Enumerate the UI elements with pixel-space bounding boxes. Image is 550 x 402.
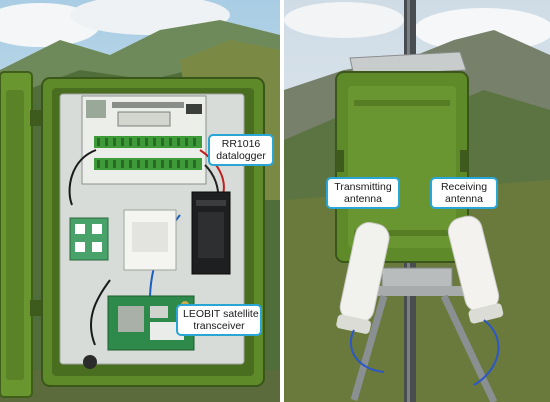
connector (75, 242, 85, 252)
power-module-label (132, 222, 168, 252)
receiving-antenna (447, 215, 504, 324)
cloud (284, 2, 404, 38)
tx-label-line2: antenna (344, 193, 382, 205)
connector (92, 224, 102, 234)
latch (336, 150, 344, 172)
datalogger-logo (86, 100, 106, 118)
satellite-label-line2: transceiver (193, 320, 245, 332)
tx-label-line1: Transmitting (334, 181, 392, 193)
antenna-photo-drawing (284, 0, 550, 402)
door-ridge (6, 90, 24, 380)
serial-port (186, 104, 202, 114)
datalogger-callout: RR1016 datalogger (208, 134, 274, 166)
support-arm (440, 294, 498, 402)
wire (68, 149, 97, 206)
tx-antenna-base (336, 314, 371, 334)
support-arm (350, 295, 388, 401)
satellite-callout: LEOBIT satellite transceiver (176, 304, 262, 336)
latch (460, 150, 468, 172)
connector (92, 242, 102, 252)
datalogger-label-line2: datalogger (216, 150, 266, 162)
hinge (30, 110, 44, 126)
transmitting-antenna-callout: Transmitting antenna (326, 177, 400, 209)
controller-terminals (198, 212, 224, 258)
connector (75, 224, 85, 234)
wire (90, 279, 111, 346)
rx-antenna-base (468, 303, 504, 324)
enclosure-photo: RR1016 datalogger LEOBIT satellite trans… (0, 0, 280, 402)
satellite-connector (150, 306, 168, 318)
antenna-cable (473, 319, 500, 386)
top-cover-plate (349, 51, 467, 77)
enclosure-photo-drawing (0, 0, 280, 402)
receiving-antenna-callout: Receiving antenna (430, 177, 498, 209)
datalogger-maker-mark (112, 102, 184, 108)
antenna-cable (349, 329, 385, 373)
rx-label-line1: Receiving (440, 181, 488, 193)
satellite-chip (118, 306, 144, 332)
antenna-photo: Transmitting antenna Receiving antenna (284, 0, 550, 402)
bracket-bar (368, 286, 466, 296)
hinge (30, 300, 44, 316)
cable-gland (83, 355, 97, 369)
datalogger-label-line1: RR1016 (221, 138, 261, 150)
transmitting-antenna (336, 222, 390, 334)
datalogger-display (117, 111, 171, 127)
lid-ridge (354, 230, 450, 236)
satellite-label-line1: LEOBIT satellite (183, 308, 259, 320)
lid-ridge (354, 100, 450, 106)
controller-label (196, 200, 226, 206)
satellite-label (150, 322, 184, 340)
rx-label-line2: antenna (445, 193, 483, 205)
